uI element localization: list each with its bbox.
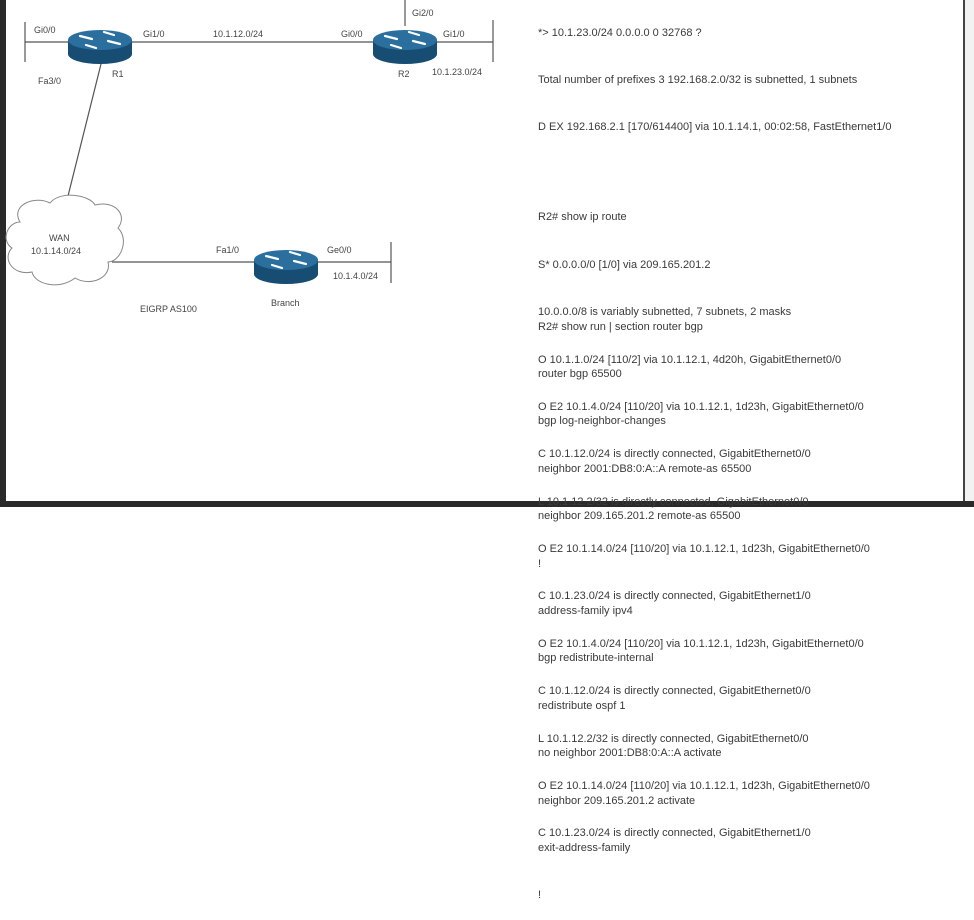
- r1-gi00-label: Gi0/0: [34, 25, 56, 35]
- cli-line: no neighbor 2001:DB8:0:A::A activate: [538, 747, 722, 760]
- frame-margin-right: [965, 0, 974, 501]
- r2-lan-subnet: 10.1.23.0/24: [432, 67, 482, 77]
- r2-gi20-label: Gi2/0: [412, 8, 434, 18]
- cli-line: router bgp 65500: [538, 367, 622, 380]
- link-r1-r2-subnet: 10.1.12.0/24: [213, 29, 263, 39]
- frame-border-left: [0, 0, 6, 507]
- cli-line: bgp redistribute-internal: [538, 652, 654, 665]
- cli-line: exit-address-family: [538, 841, 631, 854]
- r1-fa30-label: Fa3/0: [38, 76, 61, 86]
- cli-line: bgp log-neighbor-changes: [538, 415, 666, 428]
- link-r1-wan: [65, 63, 102, 205]
- cli-output-bgp: R2# show run | section router bgp router…: [538, 288, 958, 920]
- network-topology: Gi0/0 Gi1/0 Fa3/0 R1 10.1.12.0/24 Gi0/0 …: [5, 0, 494, 314]
- r1-name: R1: [112, 69, 124, 79]
- router-r1-icon[interactable]: [66, 28, 134, 66]
- router-r2-icon[interactable]: [371, 28, 439, 66]
- wan-label: WAN: [49, 233, 70, 243]
- r2-gi10-label: Gi1/0: [443, 29, 465, 39]
- wan-cloud-icon: [5, 194, 124, 286]
- branch-ge00-label: Ge0/0: [327, 245, 352, 255]
- router-branch-icon[interactable]: [252, 248, 320, 286]
- cli-line: R2# show run | section router bgp: [538, 320, 703, 333]
- cli-line: !: [538, 557, 542, 570]
- cli-line: R2# show ip route: [538, 211, 627, 224]
- cli-line: *> 10.1.23.0/24 0.0.0.0 0 32768 ?: [538, 26, 702, 39]
- cli-line: O E2 10.1.4.0/24 [110/20] via 10.1.12.1,…: [538, 400, 864, 413]
- cli-line: redistribute ospf 1: [538, 699, 626, 712]
- cli-line: !: [538, 889, 542, 902]
- r2-name: R2: [398, 69, 410, 79]
- cli-line: address-family ipv4: [538, 604, 633, 617]
- eigrp-label: EIGRP AS100: [140, 304, 197, 314]
- r2-gi00-label: Gi0/0: [341, 29, 363, 39]
- cli-line: D EX 192.168.2.1 [170/614400] via 10.1.1…: [538, 121, 892, 134]
- cli-line: L 10.1.12.2/32 is directly connected, Gi…: [538, 495, 809, 508]
- cli-line: S* 0.0.0.0/0 [1/0] via 209.165.201.2: [538, 258, 711, 271]
- cli-line: neighbor 2001:DB8:0:A::A remote-as 65500: [538, 462, 752, 475]
- cli-line: neighbor 209.165.201.2 activate: [538, 794, 696, 807]
- frame-border-bottom: [0, 501, 974, 507]
- branch-name: Branch: [271, 298, 300, 308]
- branch-lan-subnet: 10.1.4.0/24: [333, 271, 378, 281]
- cli-line: neighbor 209.165.201.2 remote-as 65500: [538, 510, 741, 523]
- cli-line: [538, 168, 958, 179]
- cli-line: O 10.1.1.0/24 [110/2] via 10.1.12.1, 4d2…: [538, 353, 842, 366]
- branch-fa10-label: Fa1/0: [216, 245, 239, 255]
- r1-gi10-label: Gi1/0: [143, 29, 165, 39]
- wan-subnet: 10.1.14.0/24: [31, 246, 81, 256]
- cli-line: Total number of prefixes 3 192.168.2.0/3…: [538, 73, 858, 86]
- cli-line: C 10.1.12.0/24 is directly connected, Gi…: [538, 448, 811, 461]
- frame-border-right: [963, 0, 965, 501]
- cli-line: 10.0.0.0/8 is variably subnetted, 7 subn…: [538, 306, 792, 319]
